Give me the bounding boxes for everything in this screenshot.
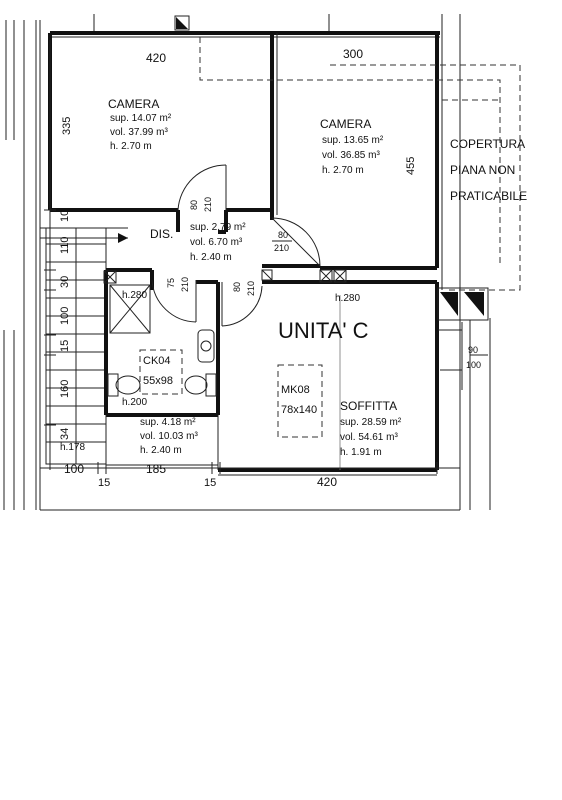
dim-v-100: 100	[59, 307, 71, 325]
staircase	[40, 227, 128, 465]
camera-2-h: h. 2.70 m	[322, 165, 364, 176]
camera-1-vol: vol. 37.99 m³	[110, 127, 168, 138]
camera-2-name: CAMERA	[320, 117, 371, 131]
dis-sup: sup. 2.79 m²	[190, 222, 246, 233]
disimpegno-walls	[176, 210, 320, 268]
soffitta-walls	[105, 280, 439, 476]
toilet	[107, 373, 141, 397]
height-label-200: h.200	[122, 397, 147, 408]
camera-1-name: CAMERA	[108, 97, 159, 111]
dim-v-10: 10	[59, 210, 71, 222]
dim-v-335: 335	[61, 117, 73, 135]
bagno-sup: sup. 4.18 m²	[140, 417, 196, 428]
top-hatch	[174, 15, 190, 31]
window-ck04-code: CK04	[143, 355, 171, 367]
door-2-height: 210	[274, 243, 289, 253]
dim-b-100: 100	[64, 462, 84, 476]
dim-v-34: 34	[59, 428, 71, 440]
skylight-mk08	[277, 364, 323, 438]
dim-v-160: 160	[59, 380, 71, 398]
bagno-h: h. 2.40 m	[140, 445, 182, 456]
projection-lines	[199, 37, 521, 291]
dim-top-300: 300	[343, 47, 363, 61]
dim-b-420: 420	[317, 475, 337, 489]
door-4-width: 80	[232, 282, 242, 292]
dim-v-110: 110	[59, 236, 71, 254]
camera-1-sup: sup. 14.07 m²	[110, 113, 172, 124]
dim-top-420: 420	[146, 51, 166, 65]
door-5-height: 100	[466, 360, 481, 370]
right-hatch	[437, 287, 489, 390]
soffitta-vol: vol. 54.61 m³	[340, 432, 398, 443]
copertura-line-1: COPERTURA	[450, 137, 525, 151]
door-1-swing	[177, 164, 227, 211]
dis-h: h. 2.40 m	[190, 252, 232, 263]
camera-2-walls	[320, 33, 439, 270]
dim-b-15b: 15	[204, 477, 216, 489]
door-3-height: 210	[180, 277, 190, 292]
chimney-1	[103, 270, 117, 284]
door-2-swing	[271, 217, 321, 267]
door-5-width: 90	[468, 345, 478, 355]
dim-b-15a: 15	[98, 477, 110, 489]
soffitta-sup: sup. 28.59 m²	[340, 417, 402, 428]
dis-vol: vol. 6.70 m³	[190, 237, 243, 248]
door-3-swing	[151, 279, 197, 323]
building-outline	[3, 14, 491, 511]
window-mk08-size: 78x140	[281, 404, 317, 416]
bidet	[184, 373, 217, 397]
door-4-swing	[221, 282, 263, 327]
dim-b-185: 185	[146, 462, 166, 476]
sink	[197, 329, 215, 363]
door-4-height: 210	[246, 281, 256, 296]
copertura-line-3: PRATICABILE	[450, 189, 527, 203]
door-3-width: 75	[166, 278, 176, 288]
window-mk08-code: MK08	[281, 384, 310, 396]
soffitta-h: h. 1.91 m	[340, 447, 382, 458]
bagno-vol: vol. 10.03 m³	[140, 431, 198, 442]
height-label-178: h.178	[60, 442, 85, 453]
dim-v-455: 455	[405, 157, 417, 175]
height-label-soffitta: h.280	[335, 293, 360, 304]
door-1-height: 210	[203, 197, 213, 212]
door-2-width: 80	[278, 230, 288, 240]
chimney-3	[333, 269, 347, 283]
dim-v-30: 30	[59, 276, 71, 288]
unit-label: UNITA' C	[278, 318, 369, 343]
chimney-4	[261, 269, 273, 281]
height-label-bath: h.280	[122, 290, 147, 301]
skylight-ck04	[139, 349, 183, 395]
shower	[109, 284, 151, 334]
dis-name: DIS.	[150, 227, 173, 241]
camera-2-sup: sup. 13.65 m²	[322, 135, 384, 146]
dim-v-15: 15	[59, 340, 71, 352]
window-ck04-size: 55x98	[143, 375, 173, 387]
chimney-2	[319, 269, 333, 283]
door-1-width: 80	[189, 200, 199, 210]
camera-2-vol: vol. 36.85 m³	[322, 150, 380, 161]
dimension-lines	[40, 40, 488, 474]
camera-1-h: h. 2.70 m	[110, 141, 152, 152]
copertura-line-2: PIANA NON	[450, 163, 515, 177]
soffitta-name: SOFFITTA	[340, 399, 397, 413]
top-wall	[50, 31, 440, 38]
